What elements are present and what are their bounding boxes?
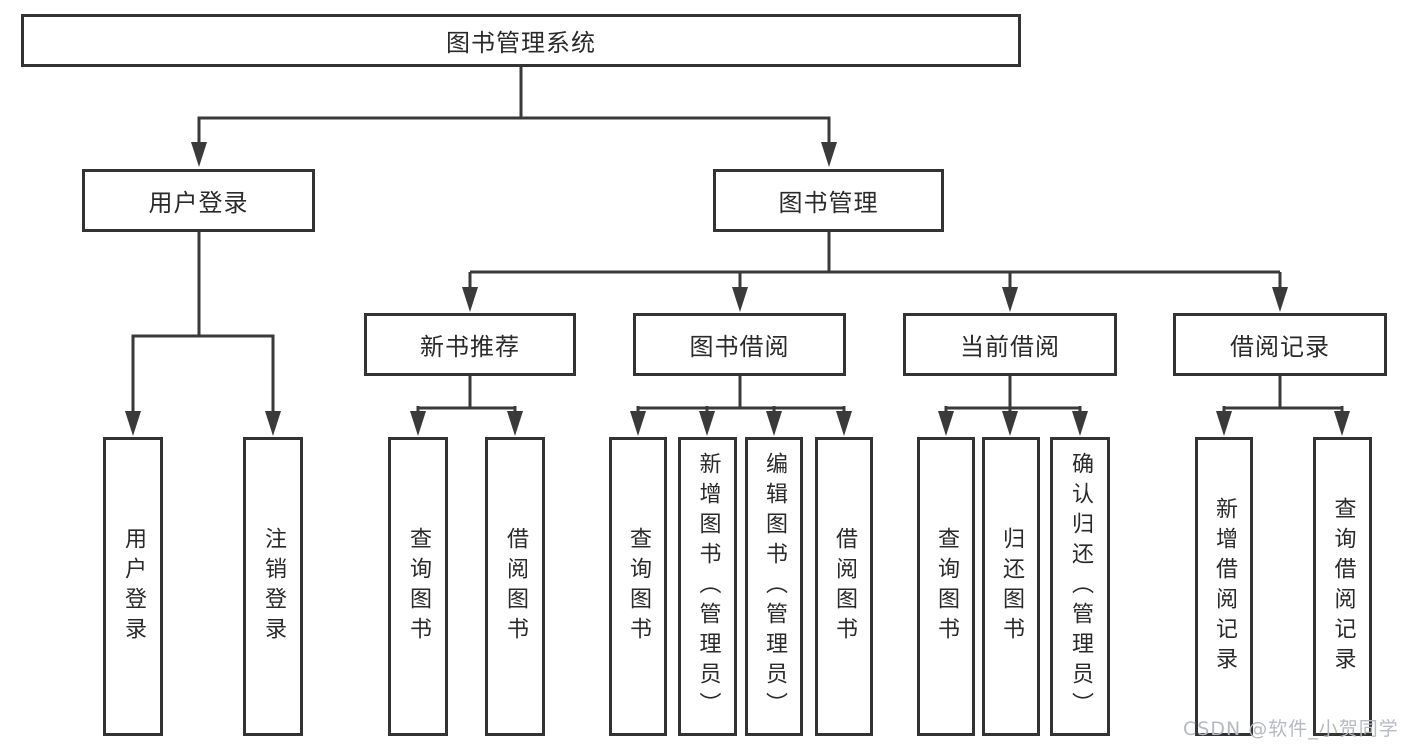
leaf-label: 查询图书 xyxy=(934,526,959,647)
leaf-add-borrow-record: 新增借阅记录 xyxy=(1195,437,1253,736)
leaf-label: 新增借阅记录 xyxy=(1212,496,1237,677)
leaf-label: 新增图书（管理员） xyxy=(695,451,721,722)
node-book-manage-branch: 图书管理 xyxy=(713,169,944,232)
leaf-user-login: 用户登录 xyxy=(103,437,163,736)
leaf-query-books-recommend: 查询图书 xyxy=(388,437,448,736)
leaf-confirm-return-admin: 确认归还（管理员） xyxy=(1050,437,1110,736)
leaf-label: 注销登录 xyxy=(261,526,286,647)
leaf-label: 归还图书 xyxy=(999,526,1024,647)
leaf-label: 查询图书 xyxy=(406,526,431,647)
leaf-query-books-current: 查询图书 xyxy=(917,437,975,736)
leaf-label: 借阅图书 xyxy=(503,526,528,647)
leaf-label: 查询图书 xyxy=(626,526,651,647)
leaf-borrow-books-recommend: 借阅图书 xyxy=(485,437,545,736)
leaf-label: 用户登录 xyxy=(121,526,146,647)
node-user-login-branch: 用户登录 xyxy=(82,169,315,232)
node-new-book-recommend: 新书推荐 xyxy=(364,313,576,376)
node-book-borrowing: 图书借阅 xyxy=(633,313,846,376)
leaf-borrow-books-borrowing: 借阅图书 xyxy=(815,437,873,736)
leaf-label: 编辑图书（管理员） xyxy=(762,451,787,722)
leaf-edit-books-admin: 编辑图书（管理员） xyxy=(745,437,803,736)
leaf-query-borrow-record: 查询借阅记录 xyxy=(1313,437,1372,736)
leaf-return-books: 归还图书 xyxy=(982,437,1040,736)
leaf-query-books-borrowing: 查询图书 xyxy=(609,437,667,736)
node-current-borrowing: 当前借阅 xyxy=(903,313,1117,376)
leaf-logout-login: 注销登录 xyxy=(243,437,303,736)
leaf-label: 确认归还（管理员） xyxy=(1068,451,1093,722)
leaf-add-books-admin: 新增图书（管理员） xyxy=(678,437,737,736)
node-system-root: 图书管理系统 xyxy=(21,14,1021,67)
leaf-label: 借阅图书 xyxy=(832,526,857,647)
node-borrow-records: 借阅记录 xyxy=(1173,313,1387,376)
leaf-label: 查询借阅记录 xyxy=(1330,496,1356,677)
csdn-watermark: CSDN @软件_小贺同学 xyxy=(1183,718,1399,740)
